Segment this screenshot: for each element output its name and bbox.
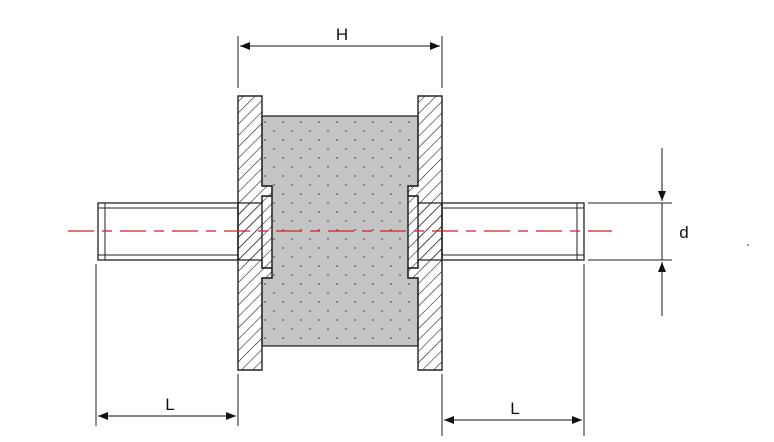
dimension-height: H [237,25,443,88]
diameter-label: d [679,223,688,242]
stray-mark [747,244,749,246]
dimension-length-left: L [95,264,239,426]
dimension-diameter: d [588,148,689,316]
right-bolt [441,202,585,261]
right-flange-plate [407,95,443,371]
left-bolt [97,202,239,261]
left-flange-plate [237,95,273,371]
length-left-label: L [165,395,174,414]
height-label: H [336,25,348,44]
dimension-length-right: L [441,264,585,436]
length-right-label: L [510,399,519,418]
